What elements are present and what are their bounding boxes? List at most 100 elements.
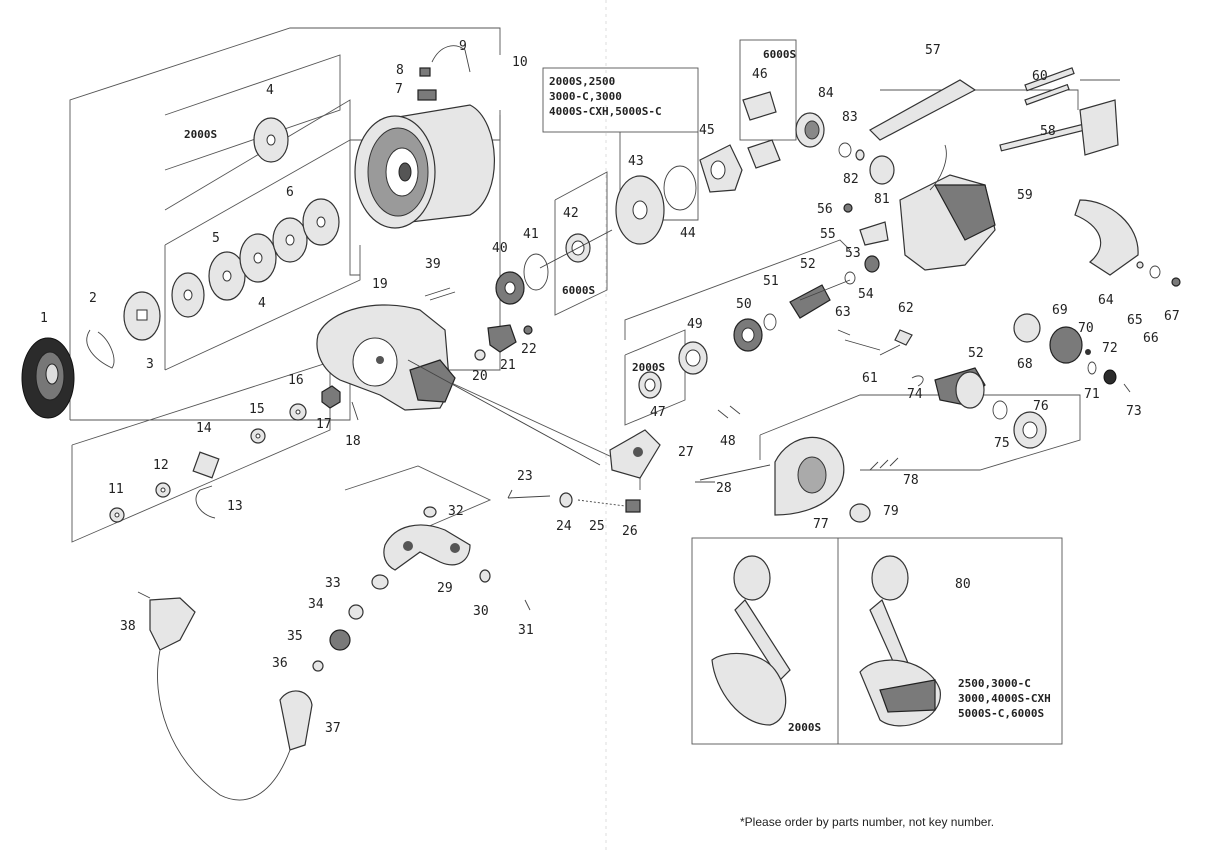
part-label: 76 xyxy=(1033,399,1049,414)
part-label: 82 xyxy=(843,172,859,187)
part-label: 59 xyxy=(1017,188,1033,203)
part-oscillation xyxy=(837,83,1070,351)
size-box-47 xyxy=(624,329,686,426)
part-label: 37 xyxy=(325,721,341,736)
part-label: 78 xyxy=(903,473,919,488)
part-label: 8 xyxy=(396,63,404,78)
part-label: 11 xyxy=(108,482,124,497)
part-label: 51 xyxy=(763,274,779,289)
part-label: 40 xyxy=(492,241,508,256)
drag-washer-frame xyxy=(71,361,331,543)
part-label: 25 xyxy=(589,519,605,534)
part-bearings xyxy=(795,112,895,185)
part-label: 6 xyxy=(286,185,294,200)
part-label: 34 xyxy=(308,597,324,612)
part-label: 50 xyxy=(736,297,752,312)
part-label: 42 xyxy=(563,206,579,221)
part-label: 15 xyxy=(249,402,265,417)
part-label: 47 xyxy=(650,405,666,420)
part-label: 56 xyxy=(817,202,833,217)
handle-box xyxy=(691,537,1063,745)
part-handle-large xyxy=(859,555,941,727)
part-bail-arm xyxy=(312,506,531,672)
box-label-size-group: 2000S,2500 3000-C,3000 4000S-CXH,5000S-C xyxy=(549,75,662,118)
part-label: 74 xyxy=(907,387,923,402)
part-reel-body xyxy=(843,67,1119,271)
part-label: 36 xyxy=(272,656,288,671)
part-label: 70 xyxy=(1078,321,1094,336)
part-main-gear xyxy=(911,367,1047,449)
part-label: 71 xyxy=(1084,387,1100,402)
part-pinion-stack xyxy=(495,91,781,305)
part-spool xyxy=(354,45,495,229)
box-label-handle-sizes: 2500,3000-C 3000,4000S-CXH 5000S-C,6000S xyxy=(958,677,1051,720)
part-label: 22 xyxy=(521,342,537,357)
part-label: 62 xyxy=(898,301,914,316)
part-label: 21 xyxy=(500,358,516,373)
part-label: 67 xyxy=(1164,309,1180,324)
part-label: 52 xyxy=(800,257,816,272)
part-label: 73 xyxy=(1126,404,1142,419)
part-label: 30 xyxy=(473,604,489,619)
part-bail-support xyxy=(609,429,715,483)
part-label: 38 xyxy=(120,619,136,634)
part-label: 9 xyxy=(459,39,467,54)
part-label: 29 xyxy=(437,581,453,596)
box-label-6000s-mid: 6000S xyxy=(562,284,596,297)
box-label-2000s-47: 2000S xyxy=(632,361,666,374)
box-label-handle-2000s: 2000S xyxy=(788,721,822,734)
part-label: 61 xyxy=(862,371,878,386)
part-label: 65 xyxy=(1127,313,1143,328)
part-label: 46 xyxy=(752,67,768,82)
part-label: 4 xyxy=(266,83,274,98)
part-label: 83 xyxy=(842,110,858,125)
part-drive-gear xyxy=(1013,313,1131,393)
part-line-roller xyxy=(507,489,641,513)
part-label: 5 xyxy=(212,231,220,246)
part-label: 66 xyxy=(1143,331,1159,346)
part-label: 32 xyxy=(448,504,464,519)
part-label: 69 xyxy=(1052,303,1068,318)
part-label: 2 xyxy=(89,291,97,306)
part-label: 72 xyxy=(1102,341,1118,356)
part-label: 35 xyxy=(287,629,303,644)
part-label: 49 xyxy=(687,317,703,332)
part-label: 31 xyxy=(518,623,534,638)
part-label: 23 xyxy=(517,469,533,484)
part-side-cover xyxy=(1074,199,1181,287)
box-label-spool-2000s: 2000S xyxy=(184,128,218,141)
part-drag-washers xyxy=(171,117,340,318)
part-label: 10 xyxy=(512,55,528,70)
part-label: 3 xyxy=(146,357,154,372)
part-label: 84 xyxy=(818,86,834,101)
part-label: 14 xyxy=(196,421,212,436)
part-label: 41 xyxy=(523,227,539,242)
part-label: 13 xyxy=(227,499,243,514)
part-rotor xyxy=(316,304,456,411)
part-label: 19 xyxy=(372,277,388,292)
leader-lines xyxy=(407,229,901,481)
part-label: 16 xyxy=(288,373,304,388)
part-bail-arm-hardware xyxy=(424,287,533,361)
part-label: 68 xyxy=(1017,357,1033,372)
part-label: 26 xyxy=(622,524,638,539)
order-footnote: *Please order by parts number, not key n… xyxy=(740,815,995,829)
part-label: 7 xyxy=(395,82,403,97)
part-label: 18 xyxy=(345,434,361,449)
size-box-6000s-mid xyxy=(554,171,608,316)
part-label: 77 xyxy=(813,517,829,532)
part-label: 55 xyxy=(820,227,836,242)
part-label: 20 xyxy=(472,369,488,384)
part-clip xyxy=(86,329,115,369)
part-drag-knob xyxy=(21,337,75,419)
part-label: 45 xyxy=(699,123,715,138)
part-label: 81 xyxy=(874,192,890,207)
part-label: 57 xyxy=(925,43,941,58)
part-label: 63 xyxy=(835,305,851,320)
part-label: 24 xyxy=(556,519,572,534)
part-rotor-nut xyxy=(774,436,899,523)
part-label: 52 xyxy=(968,346,984,361)
part-label: 28 xyxy=(716,481,732,496)
bail-frame xyxy=(344,379,641,531)
